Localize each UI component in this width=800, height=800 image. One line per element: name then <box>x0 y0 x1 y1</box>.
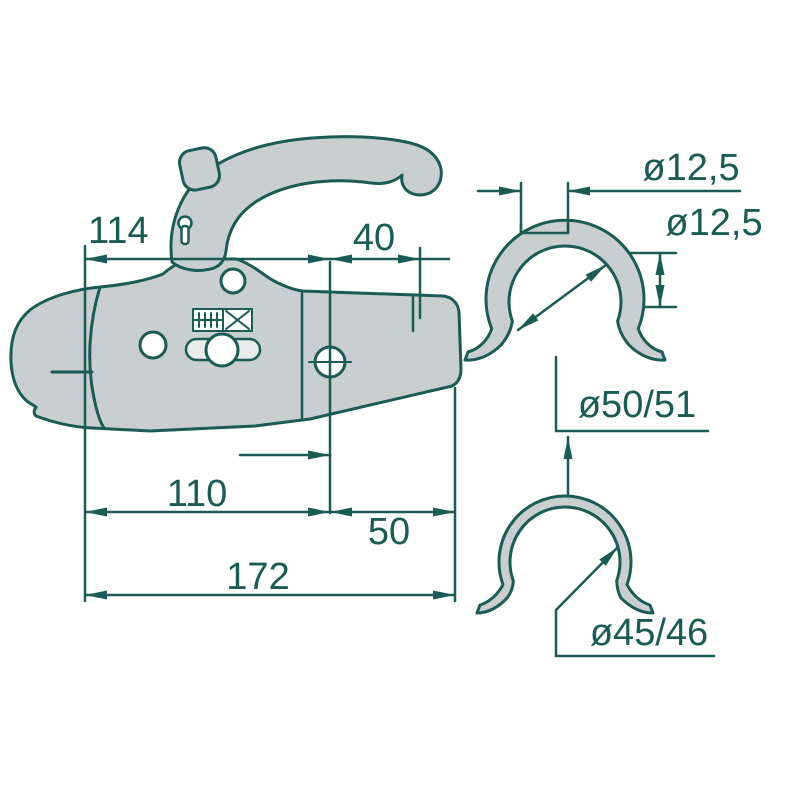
dim-5051-diagonal <box>516 263 608 332</box>
coupling-handle <box>169 135 443 272</box>
dim-50-label: 50 <box>368 511 410 553</box>
nose-contour-line <box>88 285 106 430</box>
dim-110-label: 110 <box>167 473 228 515</box>
upper-hole <box>219 267 247 295</box>
clamp-shell-top <box>463 218 667 362</box>
clamp-shell-bottom <box>475 494 655 615</box>
coupling-body-group <box>9 135 463 433</box>
center-bolt-hole <box>204 332 240 368</box>
clamp-shell-bottom-group <box>475 494 655 615</box>
dim-4546-arrow <box>554 545 620 612</box>
dim-4546-leader <box>554 608 716 658</box>
dim-12b-label: ø12,5 <box>665 202 762 244</box>
dim-12a-label: ø12,5 <box>642 147 739 189</box>
keyhole-slot <box>180 224 190 246</box>
type-plate <box>192 308 253 332</box>
latch-knob <box>177 146 222 192</box>
dim-5051-label: ø50/51 <box>578 384 696 426</box>
dim-172-label: 172 <box>226 556 289 598</box>
dim-114-label: 114 <box>88 210 149 252</box>
left-hole <box>138 330 168 360</box>
clamp-shell-top-group <box>463 218 667 362</box>
dim-4546-label: ø45/46 <box>590 612 708 654</box>
dimension-labels: 114 40 110 50 172 ø12,5 ø12,5 ø50/51 ø45… <box>88 147 763 654</box>
dim-5051-leader <box>554 355 710 433</box>
dim-40-label: 40 <box>353 217 395 259</box>
dimension-graphics <box>83 181 742 658</box>
plate-x-mark <box>225 310 250 330</box>
